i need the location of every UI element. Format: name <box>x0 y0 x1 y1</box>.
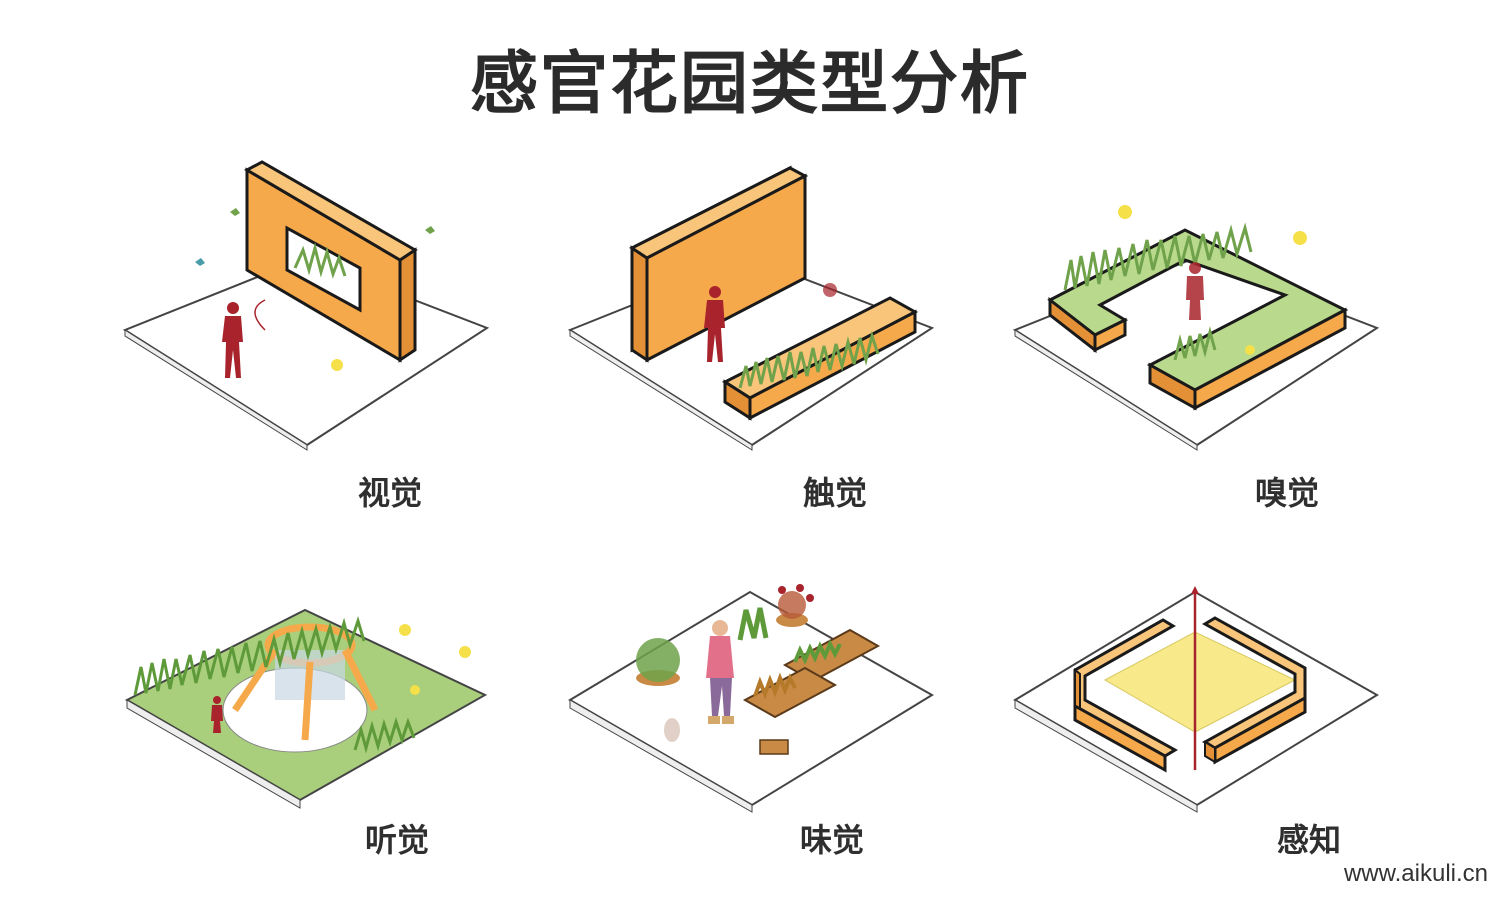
person-icon <box>1186 262 1204 320</box>
sight-garden-illustration <box>122 160 490 451</box>
person-icon <box>706 620 734 724</box>
label-perception: 感知 <box>1277 821 1342 859</box>
label-hearing: 听觉 <box>365 821 430 859</box>
panel-perception: 感知 <box>1005 570 1385 890</box>
watermark: www.aikuli.cn <box>1343 860 1488 887</box>
page-title: 感官花园类型分析 <box>469 45 1030 124</box>
panel-hearing: 听觉 <box>115 570 495 890</box>
label-smell: 嗅觉 <box>1255 474 1320 512</box>
taste-garden-illustration <box>568 584 934 813</box>
label-taste: 味觉 <box>800 821 865 859</box>
smell-garden-illustration <box>1012 205 1380 451</box>
panel-smell: 嗅觉 <box>1005 150 1385 512</box>
panel-sight: 视觉 <box>115 150 495 512</box>
panel-taste: 味觉 <box>560 570 940 890</box>
person-icon <box>704 286 725 362</box>
label-touch: 触觉 <box>803 474 868 512</box>
panel-touch: 触觉 <box>560 150 940 512</box>
perception-garden-illustration <box>1013 586 1379 813</box>
person-icon <box>211 696 223 733</box>
hearing-garden-illustration <box>124 608 488 809</box>
person-icon <box>222 302 243 378</box>
touch-garden-illustration <box>567 165 935 451</box>
label-sight: 视觉 <box>358 474 423 512</box>
